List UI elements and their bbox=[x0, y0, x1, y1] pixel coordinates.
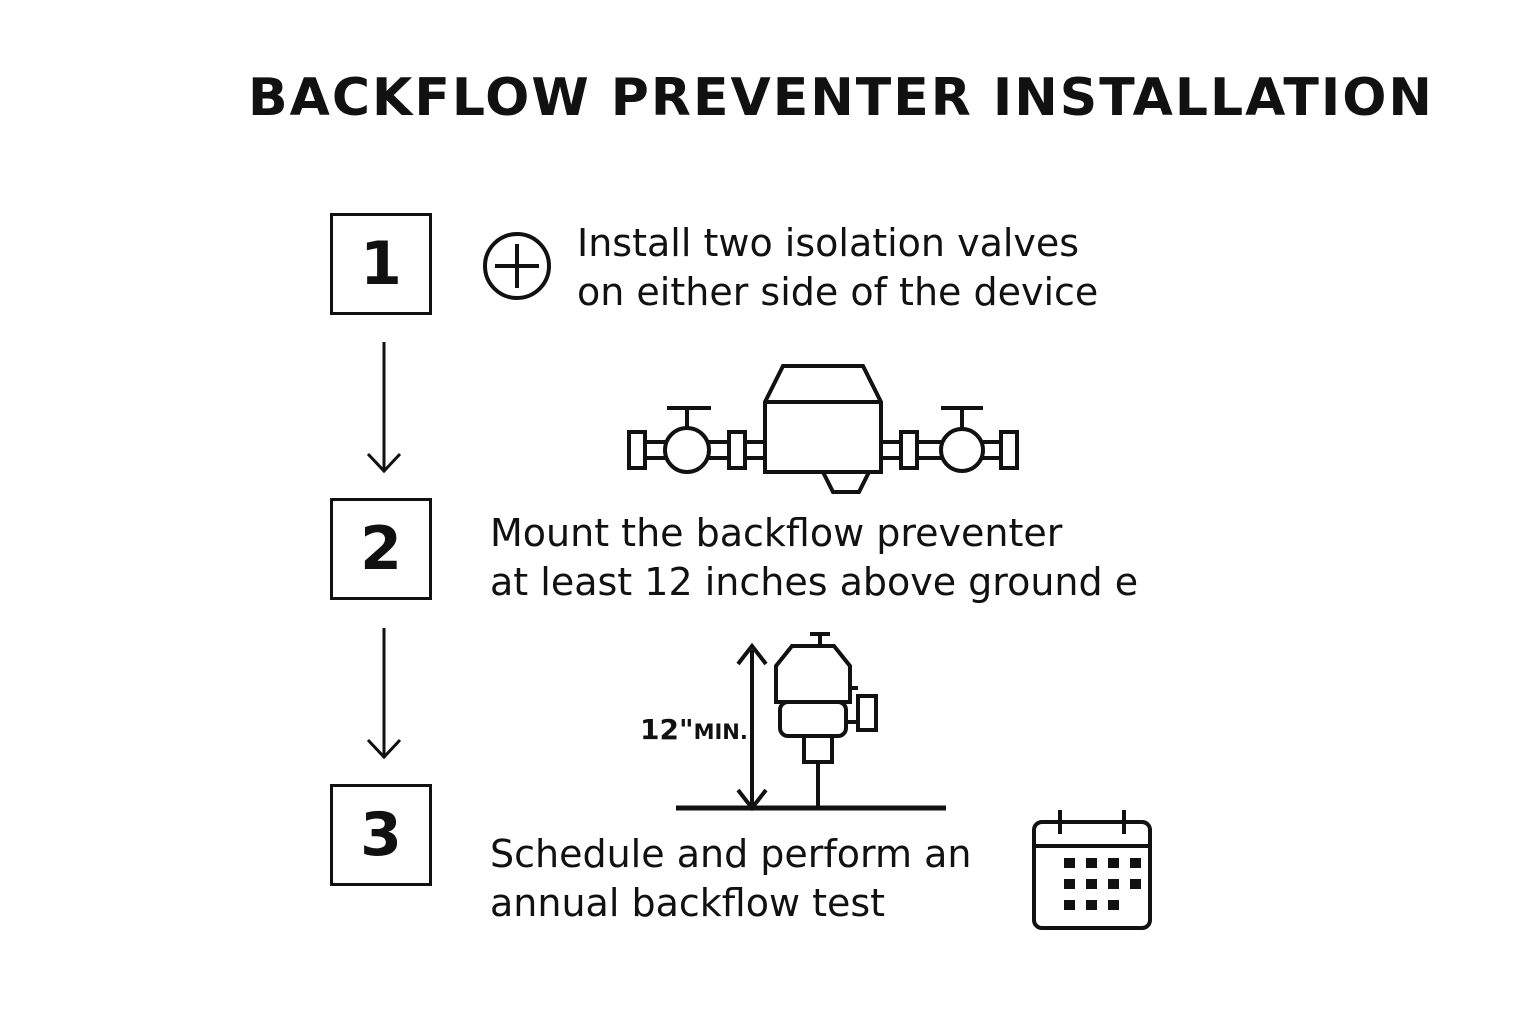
calendar-icon bbox=[1032, 810, 1152, 930]
step-2-number-text: 2 bbox=[360, 514, 402, 584]
step-1-number: 1 bbox=[330, 213, 432, 315]
page-title: BACKFLOW PREVENTER INSTALLATION bbox=[248, 68, 1434, 128]
step-3-line-2: annual backflow test bbox=[490, 881, 886, 925]
step-3-description: Schedule and perform an annual backflow … bbox=[490, 830, 971, 928]
elevated-device-icon bbox=[676, 632, 946, 812]
down-arrow-icon bbox=[366, 628, 402, 760]
step-2-description: Mount the backflow preventer at least 12… bbox=[490, 509, 1138, 607]
step-2-line-2: at least 12 inches above ground e bbox=[490, 560, 1139, 604]
step-2-line-1: Mount the backflow preventer bbox=[490, 511, 1063, 555]
step-1-description: Install two isolation valves on either s… bbox=[577, 219, 1098, 317]
down-arrow-icon bbox=[366, 342, 402, 474]
step-3-number-text: 3 bbox=[360, 800, 402, 870]
height-annotation-unit: MIN. bbox=[693, 720, 748, 744]
step-1-line-1: Install two isolation valves bbox=[577, 221, 1080, 265]
step-3-line-1: Schedule and perform an bbox=[490, 832, 972, 876]
step-2-number: 2 bbox=[330, 498, 432, 600]
step-1-line-2: on either side of the device bbox=[577, 270, 1099, 314]
height-annotation-label: 12"MIN. bbox=[640, 716, 748, 744]
backflow-assembly-icon bbox=[627, 364, 1019, 494]
step-3-number: 3 bbox=[330, 784, 432, 886]
step-1-number-text: 1 bbox=[360, 229, 402, 299]
height-annotation-value: 12" bbox=[640, 713, 694, 746]
circle-plus-icon bbox=[483, 232, 551, 300]
